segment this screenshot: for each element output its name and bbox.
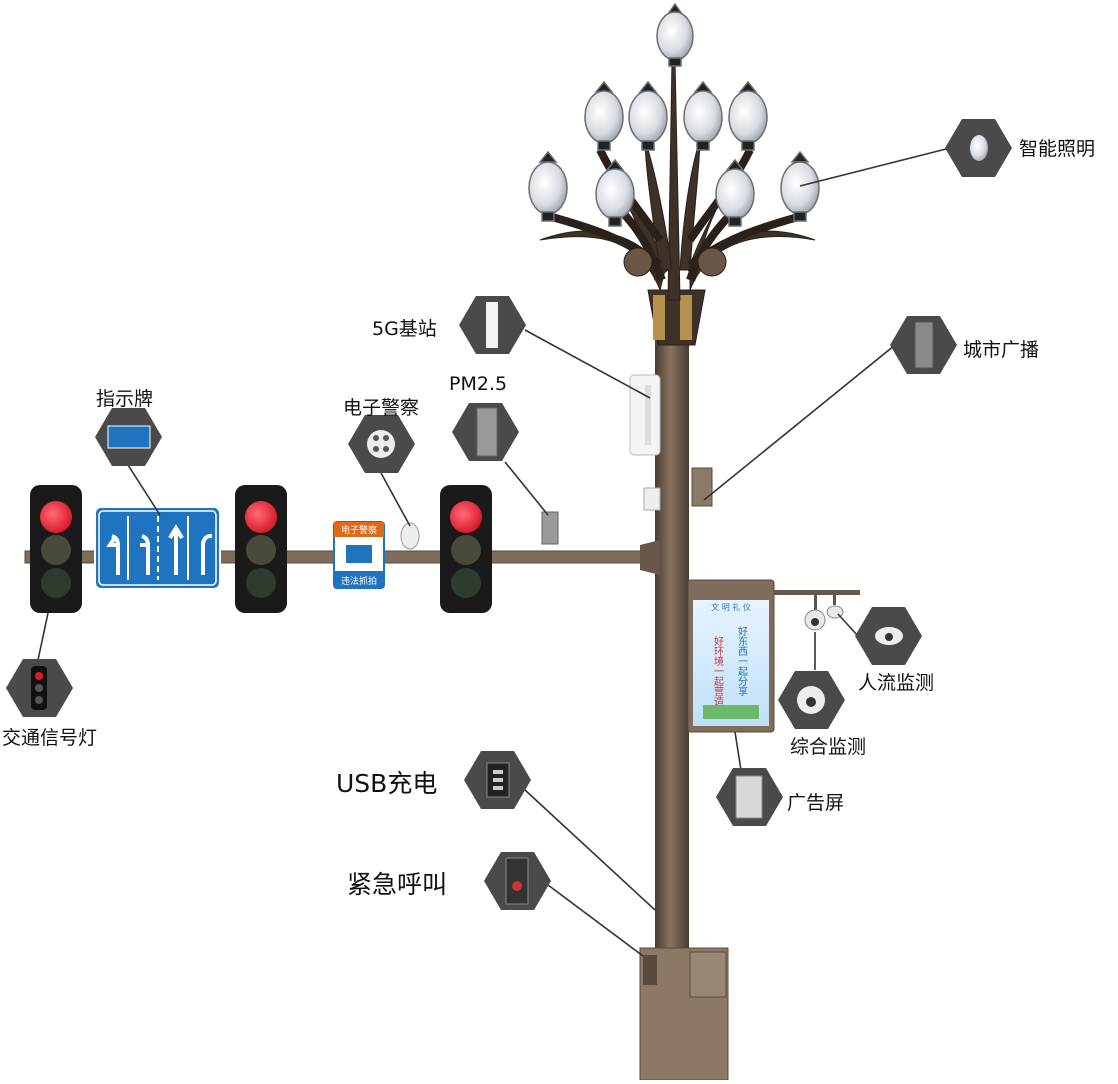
bulb	[584, 80, 624, 151]
callout-lines	[37, 147, 951, 957]
hex-badge-broadcast	[890, 316, 957, 374]
speaker-icon	[914, 321, 934, 369]
speaker-device	[691, 467, 713, 507]
hex-badge-integrated	[778, 671, 845, 729]
hex-badge-ad-screen	[716, 768, 783, 826]
label-5g-base-station: 5G基站	[372, 318, 437, 340]
police-sign-top-text: 电子警察	[341, 524, 377, 536]
label-smart-lighting: 智能照明	[1019, 138, 1096, 160]
ad-screen-col1: 好东西一起分享	[736, 626, 748, 696]
hex-badge-usb	[464, 751, 531, 809]
label-pm25: PM2.5	[449, 373, 508, 395]
hex-badge-emergency	[484, 852, 551, 910]
bulb	[595, 158, 635, 227]
bulb	[628, 80, 668, 151]
bulb	[656, 2, 694, 67]
bulb	[728, 80, 768, 151]
lamp-bulbs	[528, 2, 820, 227]
police-sign-bottom-text: 违法抓拍	[341, 575, 377, 587]
police-camera-device	[400, 522, 420, 550]
electronic-police-sign: 电子警察 违法抓拍	[333, 521, 385, 589]
base-station-device	[629, 374, 661, 511]
bulb	[715, 158, 755, 227]
lamp-icon	[970, 135, 988, 161]
hex-badge-guide-sign	[95, 408, 162, 466]
label-traffic-light: 交通信号灯	[2, 727, 98, 749]
label-guide-sign: 指示牌	[96, 388, 154, 410]
traffic-light-1	[30, 485, 82, 613]
pm-sensor-device	[541, 511, 559, 545]
sensor-icon	[476, 407, 498, 457]
antenna-icon	[486, 302, 498, 348]
hex-badge-smart-lighting	[945, 119, 1012, 177]
hex-badge-pm25	[452, 403, 519, 461]
label-ad-screen: 广告屏	[787, 792, 845, 814]
bulb	[683, 80, 723, 151]
traffic-light-2	[235, 485, 287, 613]
label-city-broadcast: 城市广播	[963, 339, 1040, 361]
label-integrated-monitoring: 综合监测	[790, 736, 867, 758]
hex-badge-traffic-light	[6, 659, 73, 717]
label-people-flow: 人流监测	[858, 672, 935, 694]
ad-screen-header: 文 明 礼 仪	[711, 602, 751, 612]
traffic-light-3	[440, 485, 492, 613]
ad-screen-device: 文 明 礼 仪 好东西一起分享 好环境一起营造	[687, 579, 775, 733]
sign-icon	[107, 425, 151, 449]
ad-screen-col2: 好环境一起营造	[712, 636, 724, 706]
label-usb-charging: USB充电	[336, 769, 438, 798]
lane-guide-sign	[94, 506, 221, 590]
label-electronic-police: 电子警察	[343, 397, 420, 419]
bulb	[780, 150, 820, 222]
hex-badge-people-flow	[855, 607, 922, 665]
bulb	[528, 150, 568, 222]
main-pole	[639, 289, 729, 1081]
police-camera-icon	[367, 430, 395, 458]
hex-badge-police	[348, 415, 415, 473]
screen-icon	[735, 775, 763, 819]
lamp-arms	[539, 59, 816, 301]
label-emergency-call: 紧急呼叫	[347, 870, 448, 899]
hex-badge-5g	[459, 296, 526, 354]
